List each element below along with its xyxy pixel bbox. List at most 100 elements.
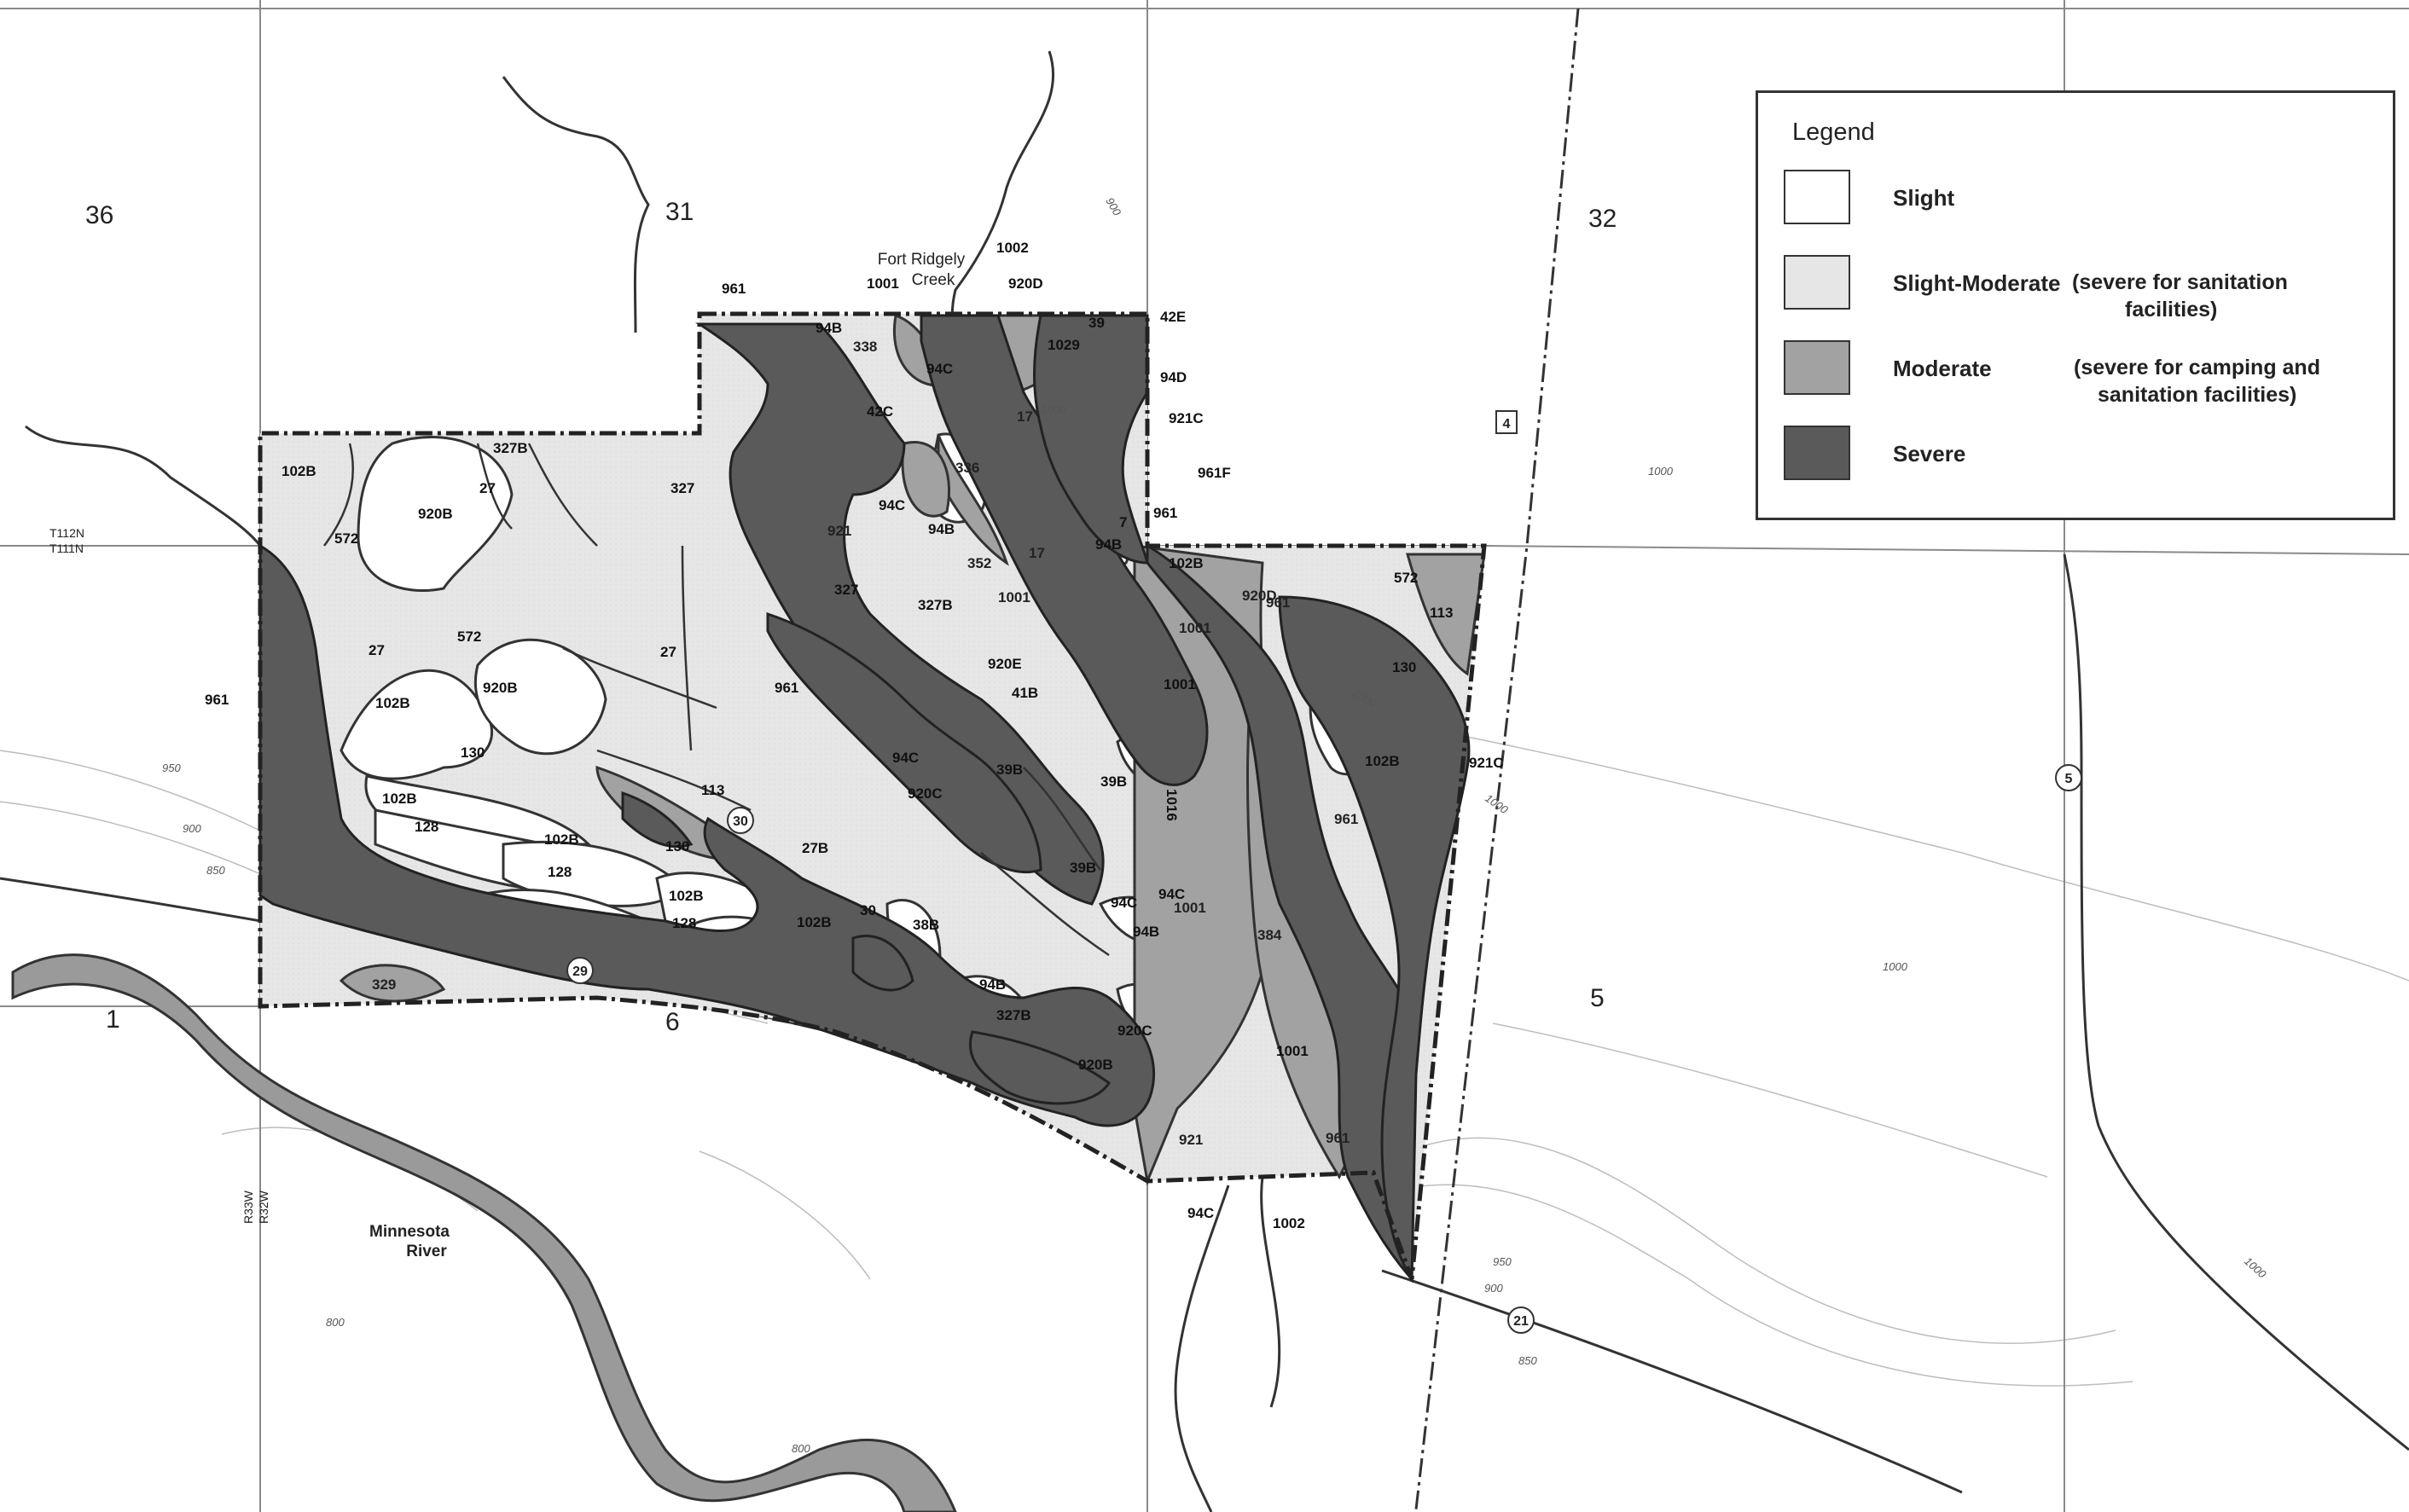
soil-unit-label: 17: [1017, 408, 1033, 425]
range-label: R32W: [257, 1190, 270, 1224]
svg-text:21: 21: [1513, 1314, 1529, 1329]
legend-title: Legend: [1792, 119, 1875, 146]
legend-label-severe: Severe: [1893, 441, 1966, 466]
soil-unit-label: 961: [775, 680, 798, 696]
township-label: T112N: [49, 526, 84, 540]
soil-unit-label: 961: [1153, 505, 1177, 521]
contour-label: 900: [1103, 195, 1123, 218]
soil-unit-label: 1001: [998, 589, 1030, 605]
soil-unit-label: 130: [1392, 659, 1416, 675]
contour-label: 900: [183, 822, 201, 835]
soil-unit-label: 27: [369, 642, 385, 658]
soil-unit-label: 102B: [797, 914, 832, 930]
road-shield-29: 29: [566, 957, 594, 984]
svg-text:30: 30: [733, 814, 748, 829]
soil-unit-label: 94C: [1158, 886, 1185, 902]
soil-unit-label: 921C: [1469, 755, 1504, 771]
contour-label: 1000: [1483, 791, 1511, 816]
soil-unit-label: 94B: [979, 976, 1006, 993]
severe-areas: [258, 314, 1471, 1284]
soil-unit-label: 384: [1257, 927, 1282, 943]
soil-unit-label: 17: [1029, 545, 1045, 561]
legend-note-line: facilities): [2125, 298, 2218, 322]
soil-unit-label: 961F: [1198, 465, 1231, 481]
soil-unit-label: 42E: [1160, 309, 1186, 325]
soil-unit-label: 336: [955, 460, 979, 476]
soil-unit-label: 920C: [908, 785, 943, 802]
soil-unit-label: 102B: [382, 791, 417, 807]
soil-unit-label: 961: [1334, 811, 1358, 827]
river-label: River: [406, 1243, 447, 1260]
soil-unit-label: 94B: [1133, 924, 1159, 940]
soil-unit-label: 39B: [1070, 860, 1096, 876]
soil-unit-label: 1001: [1164, 676, 1196, 692]
minnesota-river: [11, 953, 957, 1512]
soil-unit-label: 920D: [1008, 275, 1043, 292]
soil-unit-label: 920D: [1242, 588, 1277, 604]
soil-unit-label: 27B: [802, 840, 828, 856]
soil-unit-label: 920C: [1117, 1022, 1152, 1039]
soil-unit-label: 921: [827, 523, 851, 539]
soil-unit-label: 94C: [879, 497, 905, 513]
soil-boundaries: [322, 443, 1110, 957]
soil-unit-label: 1001: [1179, 620, 1211, 636]
contour-label: 1000: [1041, 403, 1066, 416]
soil-unit-label: 921: [1179, 1132, 1203, 1148]
soil-unit-label: 1002: [996, 240, 1029, 256]
soil-unit-label: 961: [205, 692, 229, 708]
legend-label-slight-moderate: Slight-Moderate: [1893, 270, 2061, 296]
study-area-boundary: [258, 311, 1487, 1280]
soil-unit-label: 39: [1088, 315, 1105, 331]
soil-unit-label: 94C: [1111, 895, 1137, 911]
soil-unit-label: 327: [834, 582, 858, 598]
soil-unit-label: 102B: [544, 831, 579, 848]
legend-note-line: sanitation facilities): [2098, 383, 2297, 407]
section-label: 36: [85, 201, 113, 229]
river-label: Minnesota: [369, 1223, 450, 1241]
soil-unit-label: 113: [701, 782, 724, 798]
soil-unit-label: 1029: [1048, 337, 1080, 353]
creek-label: Fort Ridgely: [878, 251, 966, 269]
contour-label: 850: [1518, 1354, 1537, 1367]
legend-swatch-moderate: [1784, 340, 1850, 395]
road-shield-5: 5: [2055, 764, 2082, 791]
road-shield-4: 4: [1495, 410, 1518, 434]
soil-unit-label: 327B: [493, 440, 528, 456]
contour-label: 850: [206, 864, 225, 877]
contour-label: 1000: [1648, 465, 1674, 478]
soil-unit-label: 41B: [1012, 685, 1038, 701]
map-legend: Legend Slight Slight-Moderate (severe fo…: [1756, 90, 2395, 520]
soil-unit-label: 327: [670, 480, 694, 496]
soil-unit-label: 128: [415, 819, 438, 835]
township-label: T111N: [49, 542, 84, 555]
soil-unit-label: 352: [967, 555, 991, 571]
section-label: 1: [106, 1005, 120, 1034]
soil-unit-label: 39B: [996, 762, 1023, 778]
soil-unit-label: 94C: [892, 750, 919, 766]
soil-unit-label: 961: [722, 281, 746, 297]
soil-unit-label: 94B: [1095, 536, 1122, 553]
soil-unit-label: 7: [1119, 514, 1127, 530]
soil-unit-label: 1016: [1164, 789, 1180, 821]
contour-label: 800: [792, 1442, 810, 1455]
soil-unit-label: 94C: [926, 361, 953, 377]
legend-label-moderate: Moderate: [1893, 356, 1992, 381]
range-label: R33W: [241, 1190, 255, 1224]
soil-unit-label: 130: [665, 838, 689, 854]
soil-unit-label: 572: [334, 530, 358, 547]
soil-unit-label: 1002: [1273, 1215, 1305, 1231]
contour-label: 800: [326, 1316, 345, 1329]
soil-unit-label: 27: [479, 480, 496, 496]
legend-swatch-slight: [1784, 170, 1850, 224]
soil-unit-label: 1001: [867, 275, 899, 292]
soil-unit-label: 102B: [1169, 555, 1204, 571]
soil-unit-label: 39B: [1100, 773, 1127, 790]
soil-unit-label: 27: [660, 644, 676, 660]
soil-unit-label: 102B: [1365, 753, 1400, 769]
svg-text:29: 29: [572, 965, 588, 979]
contour-label: 950: [1493, 1255, 1512, 1268]
soil-unit-label: 94B: [816, 320, 842, 336]
soil-unit-label: 572: [1394, 570, 1418, 586]
soil-unit-label: 130: [461, 744, 485, 761]
